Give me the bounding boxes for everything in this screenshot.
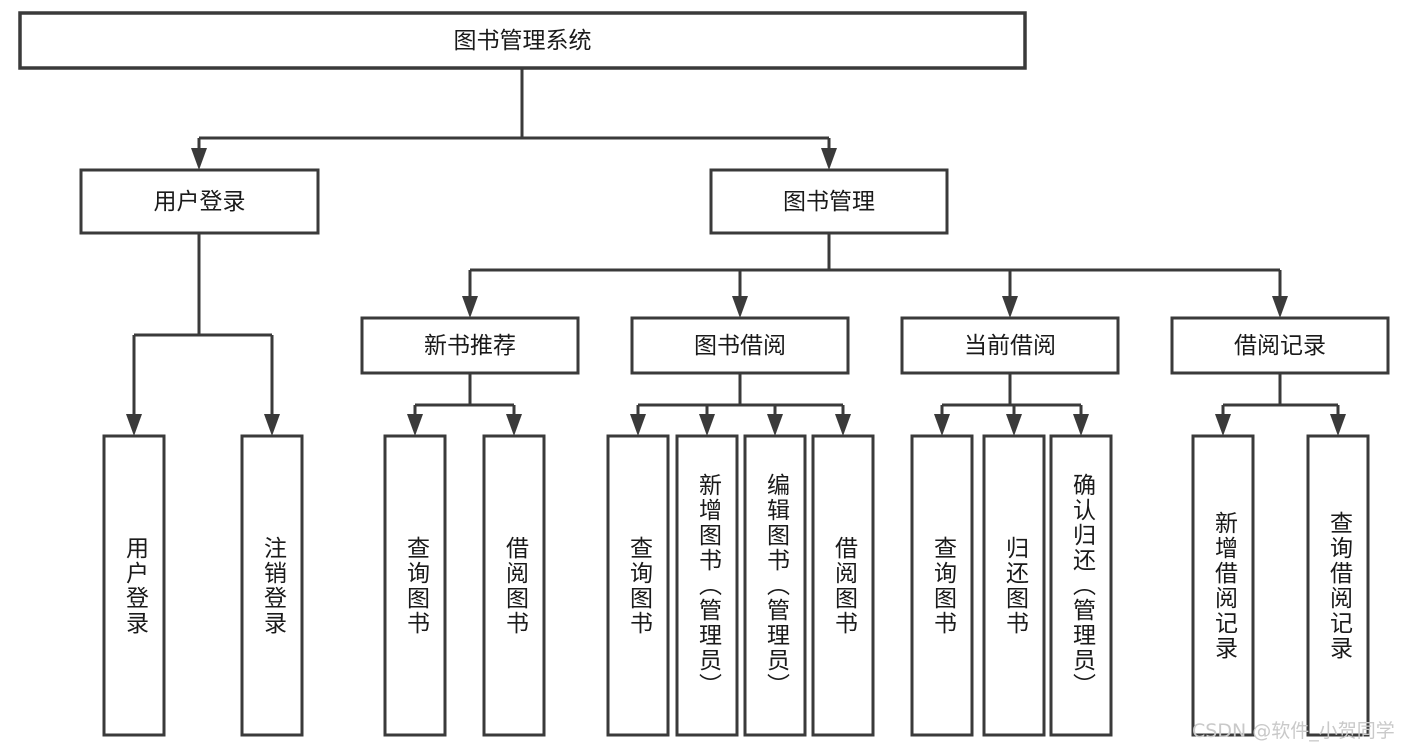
- books-arrow-0: [462, 296, 478, 318]
- books-arrow-1: [732, 296, 748, 318]
- node-leaf-4-查询图书-label: 查询图书: [625, 535, 652, 636]
- node-leaf-12-查询借阅记录-label: 查询借阅记录: [1325, 510, 1352, 661]
- node-leaf-1-注销登录-label: 注销登录: [259, 535, 286, 636]
- root-arrow-1: [821, 148, 837, 170]
- node-leaf-12-查询借阅记录-box[interactable]: [1306, 434, 1370, 737]
- node-leaf-5-新增图书管理员-label: 新增图书（管理员）: [694, 473, 721, 698]
- node-leaf-6-编辑图书管理员-box[interactable]: [743, 434, 807, 737]
- node-leaf-7-借阅图书-label: 借阅图书: [830, 535, 857, 636]
- node-l2-1-图书管理-label: 图书管理: [783, 189, 875, 215]
- borrow-arrow-3: [835, 414, 851, 436]
- newbook-arrow-1: [506, 414, 522, 436]
- record-arrow-1: [1330, 414, 1346, 436]
- node-leaf-3-借阅图书-label: 借阅图书: [501, 535, 528, 636]
- newbook-arrow-0: [407, 414, 423, 436]
- node-leaf-8-查询图书-box[interactable]: [910, 434, 974, 737]
- node-leaf-2-查询图书-box[interactable]: [383, 434, 447, 737]
- node-l2-1-图书管理-box[interactable]: [709, 168, 949, 235]
- node-leaf-7-借阅图书-box[interactable]: [811, 434, 875, 737]
- node-l3-3-借阅记录-box[interactable]: [1170, 316, 1390, 375]
- node-l3-1-图书借阅-label: 图书借阅: [694, 333, 786, 359]
- node-leaf-4-查询图书-box[interactable]: [606, 434, 670, 737]
- node-leaf-9-归还图书-box[interactable]: [982, 434, 1046, 737]
- node-leaf-11-新增借阅记录-label: 新增借阅记录: [1210, 510, 1237, 661]
- borrow-arrow-2: [767, 414, 783, 436]
- node-l3-0-新书推荐-label: 新书推荐: [424, 333, 516, 359]
- box-layer: [18, 11, 1390, 737]
- node-leaf-1-注销登录-box[interactable]: [240, 434, 304, 737]
- node-l3-0-新书推荐-box[interactable]: [360, 316, 580, 375]
- node-root-0-图书管理系统-box[interactable]: [18, 11, 1027, 70]
- node-leaf-8-查询图书-label: 查询图书: [929, 535, 956, 636]
- node-leaf-6-编辑图书管理员-label: 编辑图书（管理员）: [762, 473, 789, 698]
- login-arrow-1: [264, 414, 280, 436]
- node-l3-1-图书借阅-box[interactable]: [630, 316, 850, 375]
- node-leaf-11-新增借阅记录-box[interactable]: [1191, 434, 1255, 737]
- login-arrow-0: [126, 414, 142, 436]
- connector-layer: [126, 68, 1346, 436]
- node-leaf-2-查询图书-label: 查询图书: [402, 535, 429, 636]
- root-arrow-0: [191, 148, 207, 170]
- node-leaf-0-用户登录-label: 用户登录: [121, 535, 148, 636]
- node-l3-3-借阅记录-label: 借阅记录: [1234, 333, 1326, 359]
- current-arrow-2: [1073, 414, 1089, 436]
- node-l2-0-用户登录-box[interactable]: [79, 168, 320, 235]
- books-arrow-3: [1272, 296, 1288, 318]
- node-leaf-3-借阅图书-box[interactable]: [482, 434, 546, 737]
- node-root-0-图书管理系统-label: 图书管理系统: [454, 28, 592, 54]
- node-l3-2-当前借阅-label: 当前借阅: [964, 333, 1056, 359]
- books-arrow-2: [1002, 296, 1018, 318]
- current-arrow-0: [934, 414, 950, 436]
- node-leaf-0-用户登录-box[interactable]: [102, 434, 166, 737]
- node-l3-2-当前借阅-box[interactable]: [900, 316, 1120, 375]
- node-leaf-10-确认归还管理员-box[interactable]: [1049, 434, 1113, 737]
- node-leaf-10-确认归还管理员-label: 确认归还（管理员）: [1068, 473, 1095, 698]
- node-leaf-9-归还图书-label: 归还图书: [1001, 535, 1028, 636]
- current-arrow-1: [1006, 414, 1022, 436]
- node-l2-0-用户登录-label: 用户登录: [154, 189, 246, 215]
- csdn-watermark: CSDN @软件_小贺同学: [1192, 720, 1395, 742]
- borrow-arrow-0: [630, 414, 646, 436]
- node-leaf-5-新增图书管理员-box[interactable]: [675, 434, 739, 737]
- borrow-arrow-1: [699, 414, 715, 436]
- record-arrow-0: [1215, 414, 1231, 436]
